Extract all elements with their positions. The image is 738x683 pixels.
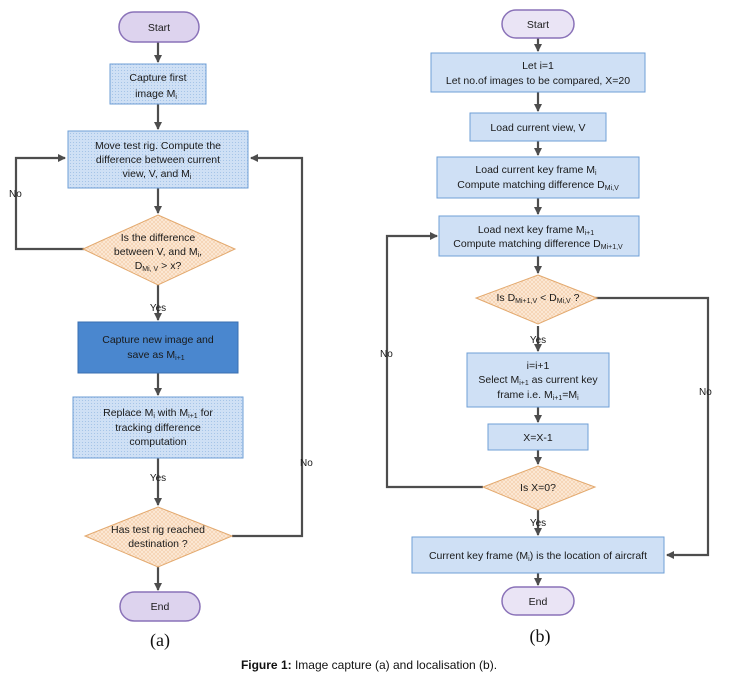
decision-less-label: Is DMi+1,V < DMi,V ?: [497, 292, 580, 305]
move-rig-line1: Move test rig. Compute the: [95, 140, 221, 152]
start-terminal: [118, 11, 200, 43]
yes-label-2: Yes: [150, 473, 166, 484]
move-rig-line2: difference between current: [96, 154, 220, 166]
location-label: Current key frame (Mi) is the location o…: [429, 550, 647, 563]
b-start-label: Start: [527, 19, 549, 31]
caption-text: Image capture (a) and localisation (b).: [294, 658, 498, 672]
init-line1: Let i=1: [522, 60, 554, 72]
capture-new-box: [77, 321, 239, 374]
panel-b: Start Let i=1 Let no.of images to be com…: [380, 9, 712, 647]
yes-label-1: Yes: [150, 303, 166, 314]
end-label: End: [151, 601, 170, 613]
decision-zero-label: Is X=0?: [520, 482, 556, 494]
decision-less: [474, 274, 599, 325]
capture-first-box: [109, 63, 207, 105]
decrement-label: X=X-1: [523, 432, 553, 444]
panel-b-label: (b): [530, 626, 551, 647]
end-terminal: [119, 591, 201, 622]
load-next-box: [438, 215, 640, 257]
load-view-box: [469, 112, 607, 142]
select-line3: frame i.e. Mi+1=Mi: [497, 389, 579, 402]
load-key-line1: Load current key frame Mi: [475, 164, 597, 177]
replace-line2: tracking difference: [115, 422, 201, 434]
init-line2: Let no.of images to be compared, X=20: [446, 75, 630, 87]
arrow-b-no-loop-left: [385, 232, 483, 489]
figure-caption: Figure 1: Image capture (a) and localisa…: [0, 658, 738, 672]
decrement-box: [487, 423, 589, 451]
capture-first-line2: image Mi: [135, 88, 177, 101]
start-label: Start: [148, 22, 170, 34]
decision-zero: [481, 465, 597, 511]
b-no-label-2: No: [699, 387, 712, 398]
arrow-no-loop-left: [14, 154, 84, 251]
load-view-label: Load current view, V: [490, 122, 585, 134]
decision-difference-line2: between V, and Mi,: [114, 246, 202, 259]
arrow-b-no-to-location: [595, 296, 710, 559]
no-label-1: No: [9, 189, 22, 200]
decision-difference-line1: Is the difference: [121, 232, 196, 244]
decision-destination: [83, 506, 234, 568]
b-end-label: End: [529, 596, 548, 608]
move-rig-box: [67, 130, 249, 189]
arrow-no-loop-right: [232, 154, 304, 538]
panel-a: Start Capture first image Mi Move test r…: [9, 11, 313, 651]
decision-difference-line3: DMi, V > x?: [135, 260, 182, 273]
b-no-label-1: No: [380, 349, 393, 360]
b-end-terminal: [501, 586, 575, 616]
load-next-line1: Load next key frame Mi+1: [478, 224, 594, 237]
no-label-2: No: [300, 458, 313, 469]
select-line2: Select Mi+1 as current key: [478, 374, 598, 387]
load-key-line2: Compute matching difference DMi,V: [457, 179, 619, 192]
decision-destination-line2: destination ?: [128, 538, 188, 550]
panel-a-label: (a): [150, 630, 170, 651]
b-start-terminal: [501, 9, 575, 39]
decision-difference: [81, 214, 237, 286]
replace-box: [72, 396, 244, 459]
b-yes-label-1: Yes: [530, 335, 546, 346]
replace-line3: computation: [129, 436, 186, 448]
load-key-box: [436, 156, 640, 199]
move-rig-line3: view, V, and Mi: [123, 168, 192, 181]
replace-line1: Replace Mi with Mi+1 for: [103, 407, 213, 420]
init-box: [430, 52, 646, 93]
capture-first-line1: Capture first: [129, 72, 186, 84]
capture-new-line2: save as Mi+1: [127, 349, 185, 362]
location-box: [411, 536, 665, 574]
caption-label: Figure 1:: [240, 658, 292, 672]
select-line1: i=i+1: [527, 360, 550, 372]
capture-new-line1: Capture new image and: [102, 334, 214, 346]
load-next-line2: Compute matching difference DMi+1,V: [453, 238, 623, 251]
b-yes-label-2: Yes: [530, 518, 546, 529]
select-box: [466, 352, 610, 408]
decision-destination-line1: Has test rig reached: [111, 524, 205, 536]
